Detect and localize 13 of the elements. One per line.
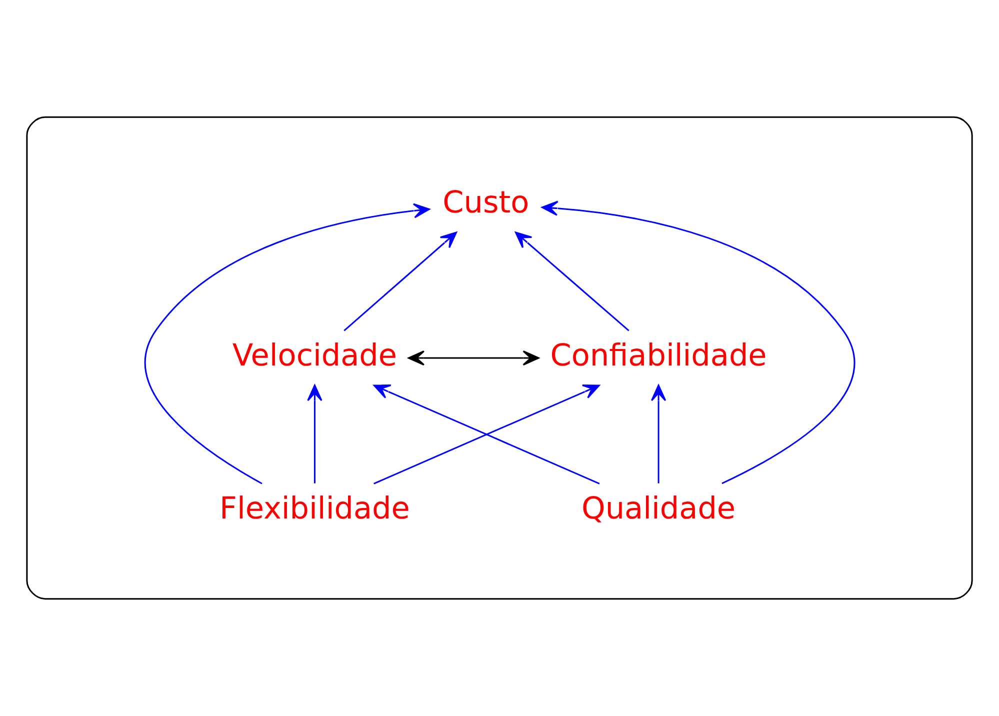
arrow	[541, 200, 856, 484]
node-text: Velocidade	[232, 338, 398, 374]
arrow	[408, 350, 540, 366]
node-text: Confiabilidade	[550, 338, 767, 374]
arrow	[144, 203, 430, 484]
arrow	[344, 232, 458, 332]
arrow	[514, 232, 630, 332]
arrow	[650, 384, 666, 484]
node-text: Flexibilidade	[220, 492, 410, 527]
node-text: Custo	[442, 186, 530, 221]
node-text: Qualidade	[582, 492, 736, 527]
cluster	[26, 116, 973, 600]
arrow	[307, 384, 322, 484]
